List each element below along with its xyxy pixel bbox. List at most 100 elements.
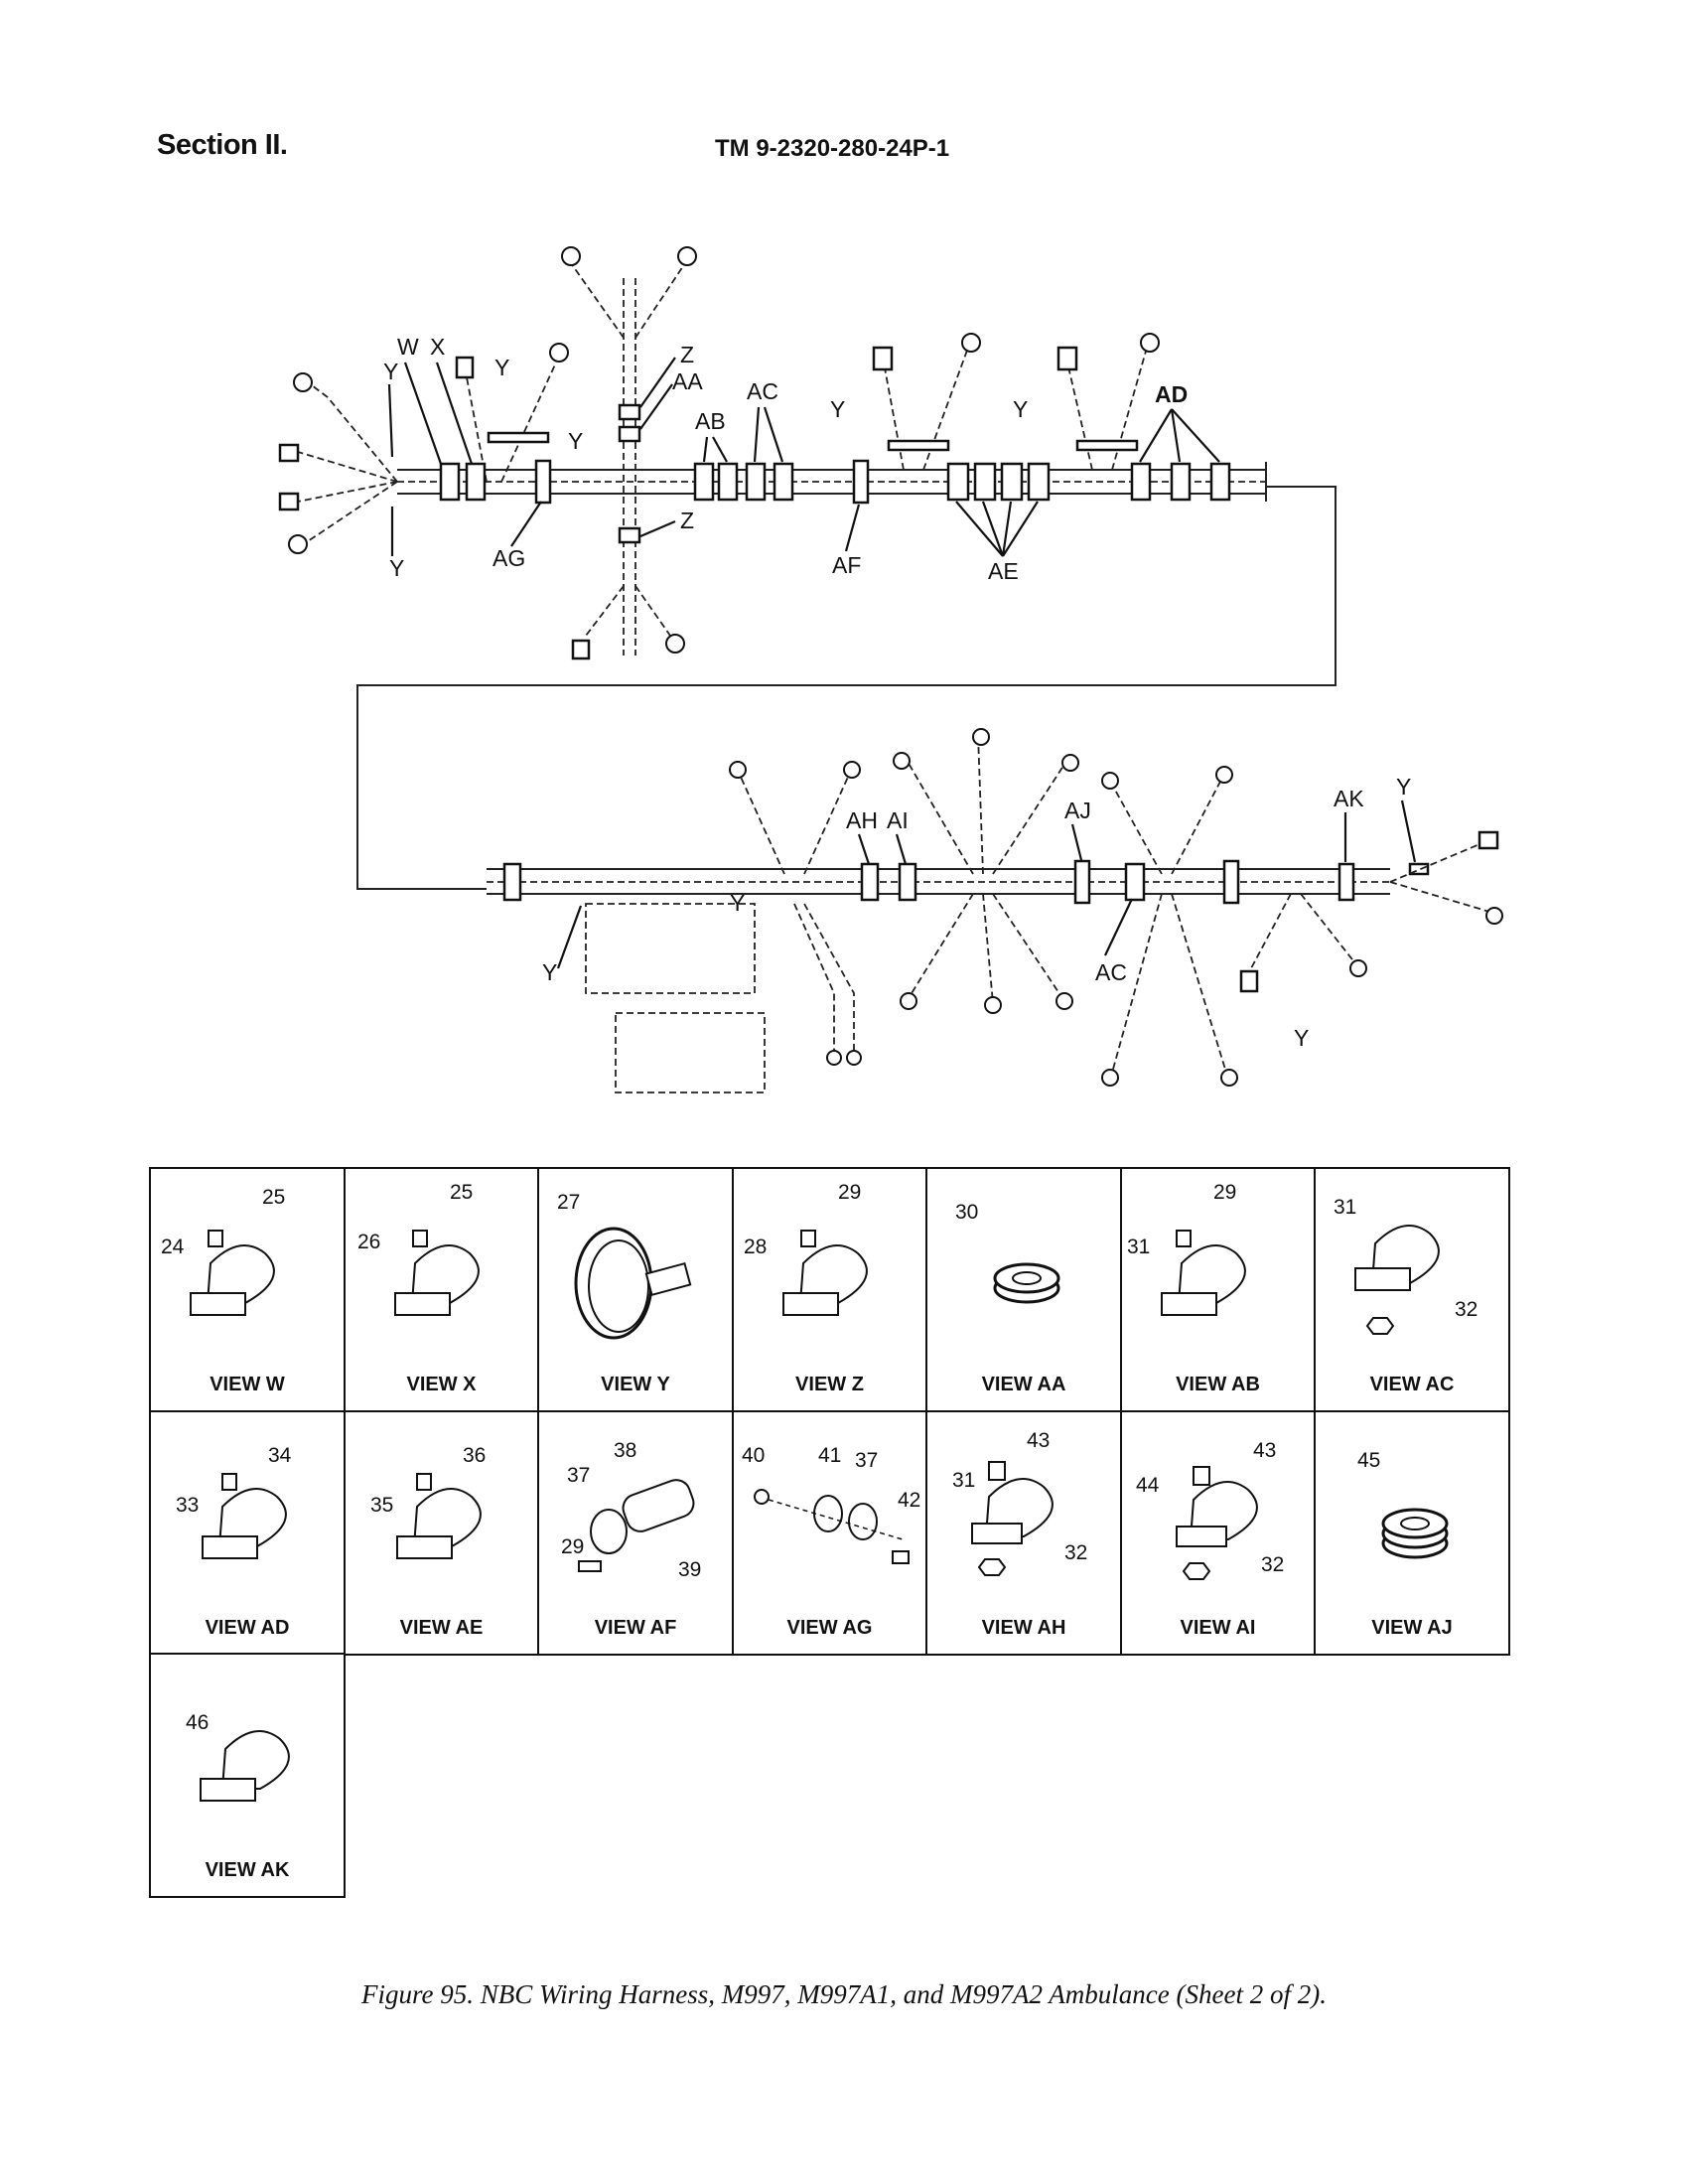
- view-x: 25 26 VIEW X: [343, 1167, 540, 1412]
- clamp-bolt-icon: 25 24: [161, 1186, 285, 1316]
- svg-text:42: 42: [898, 1489, 920, 1512]
- view-title: VIEW AF: [594, 1616, 677, 1639]
- ring-terminal-icon: [288, 534, 308, 554]
- svg-text:38: 38: [614, 1439, 636, 1462]
- connector-icon: [278, 443, 300, 463]
- clamp-nut-icon: 31 32: [1334, 1196, 1477, 1335]
- ring-terminal-icon: [961, 333, 981, 353]
- svg-text:29: 29: [561, 1535, 584, 1558]
- label-y: Y: [383, 359, 398, 384]
- view-ae: 36 35 VIEW AE: [343, 1409, 540, 1656]
- svg-text:31: 31: [952, 1469, 975, 1492]
- label-w: W: [397, 334, 419, 360]
- view-title: VIEW AA: [981, 1374, 1066, 1395]
- cable-tie-icon: 27: [557, 1191, 692, 1340]
- svg-text:32: 32: [1455, 1298, 1477, 1321]
- clamp-bolt-icon: 36 35: [370, 1444, 486, 1559]
- label-ad: AD: [1155, 381, 1188, 407]
- grommet-icon: 30: [955, 1201, 1060, 1304]
- ring-terminal-icon: [1140, 333, 1160, 353]
- view-title: VIEW Y: [601, 1374, 670, 1395]
- views-row-1: 25 24 VIEW W 25 26 VIEW X 27 VIEW Y: [149, 1167, 1510, 1412]
- ring-terminal-icon: [549, 343, 569, 363]
- svg-text:27: 27: [557, 1191, 580, 1214]
- svg-text:31: 31: [1334, 1196, 1356, 1219]
- label-ac: AC: [747, 378, 778, 404]
- label-z: Z: [680, 508, 694, 533]
- leader-lines: [387, 357, 1417, 969]
- svg-text:30: 30: [955, 1201, 978, 1224]
- clamp-z-lower: [618, 526, 641, 544]
- view-y: 27 VIEW Y: [537, 1167, 734, 1412]
- label-y: Y: [1396, 774, 1411, 800]
- view-ag: 40 41 37 42 VIEW AG: [731, 1409, 928, 1656]
- view-title: VIEW AJ: [1371, 1616, 1453, 1639]
- clamp-aa: [618, 425, 641, 443]
- svg-text:33: 33: [176, 1494, 199, 1517]
- views-grid: 25 24 VIEW W 25 26 VIEW X 27 VIEW Y: [149, 1167, 1510, 1898]
- view-z: 29 28 VIEW Z: [731, 1167, 928, 1412]
- svg-text:40: 40: [742, 1444, 765, 1467]
- label-ak: AK: [1334, 786, 1364, 811]
- svg-text:46: 46: [186, 1711, 209, 1734]
- clamp-z-upper: [618, 403, 641, 421]
- label-y: Y: [1013, 396, 1028, 422]
- clamp-bolt-nut-icon: 43 44 32: [1136, 1439, 1284, 1580]
- label-aj: AJ: [1064, 798, 1091, 823]
- svg-text:41: 41: [818, 1444, 841, 1467]
- label-y: Y: [389, 555, 404, 581]
- clamp-icon: 46: [186, 1711, 290, 1802]
- connector-icon: [571, 639, 591, 660]
- view-title: VIEW AC: [1369, 1374, 1455, 1395]
- svg-text:39: 39: [678, 1558, 701, 1581]
- connector-icon: [278, 492, 300, 511]
- label-y: Y: [568, 428, 583, 454]
- view-w: 25 24 VIEW W: [149, 1167, 346, 1412]
- svg-text:37: 37: [855, 1449, 878, 1472]
- label-y: Y: [730, 890, 745, 916]
- label-ag: AG: [492, 545, 525, 571]
- clamp-y: [487, 431, 550, 444]
- view-aj: 45 VIEW AJ: [1314, 1409, 1510, 1656]
- svg-text:25: 25: [262, 1186, 285, 1209]
- view-title: VIEW X: [406, 1374, 477, 1395]
- views-row-3: 46 VIEW AK: [149, 1653, 1508, 1898]
- svg-text:24: 24: [161, 1236, 185, 1258]
- view-title: VIEW AD: [205, 1616, 290, 1639]
- view-title: VIEW AI: [1180, 1616, 1256, 1639]
- connector-assembly-icon: 40 41 37 42: [742, 1444, 920, 1564]
- view-ad: 34 33 VIEW AD: [149, 1409, 346, 1656]
- svg-text:45: 45: [1357, 1449, 1380, 1472]
- connector-icon: [1056, 346, 1078, 371]
- view-title: VIEW AH: [981, 1616, 1066, 1639]
- svg-text:29: 29: [838, 1181, 861, 1204]
- svg-text:32: 32: [1064, 1541, 1087, 1564]
- label-z: Z: [680, 342, 694, 367]
- label-y: Y: [1294, 1025, 1309, 1051]
- svg-text:35: 35: [370, 1494, 393, 1517]
- ring-terminal-icon: [677, 246, 697, 266]
- svg-text:43: 43: [1027, 1429, 1050, 1452]
- svg-text:34: 34: [268, 1444, 292, 1467]
- ring-terminal-icon: [561, 246, 581, 266]
- connector-assembly-icon: 38 37 29 39: [561, 1439, 701, 1581]
- view-ak: 46 VIEW AK: [149, 1653, 346, 1898]
- clamp-bolt-nut-icon: 43 31 32: [952, 1429, 1087, 1576]
- figure-caption: Figure 95. NBC Wiring Harness, M997, M99…: [361, 1979, 1327, 2009]
- svg-text:28: 28: [744, 1236, 767, 1258]
- label-y: Y: [542, 959, 557, 985]
- svg-text:25: 25: [450, 1181, 473, 1204]
- ring-terminal-icon: [665, 634, 685, 654]
- view-title: VIEW W: [210, 1374, 285, 1395]
- view-title: VIEW Z: [795, 1374, 864, 1395]
- vertical-branch: [561, 246, 697, 660]
- clamp-bolt-icon: 25 26: [357, 1181, 480, 1316]
- view-ai: 43 44 32 VIEW AI: [1119, 1409, 1317, 1656]
- svg-text:37: 37: [567, 1464, 590, 1487]
- view-title: VIEW AK: [205, 1859, 290, 1881]
- svg-text:26: 26: [357, 1231, 380, 1253]
- grommet-icon: 45: [1357, 1449, 1449, 1558]
- view-ah: 43 31 32 VIEW AH: [925, 1409, 1122, 1656]
- view-aa: 30 VIEW AA: [925, 1167, 1122, 1412]
- label-y: Y: [830, 396, 845, 422]
